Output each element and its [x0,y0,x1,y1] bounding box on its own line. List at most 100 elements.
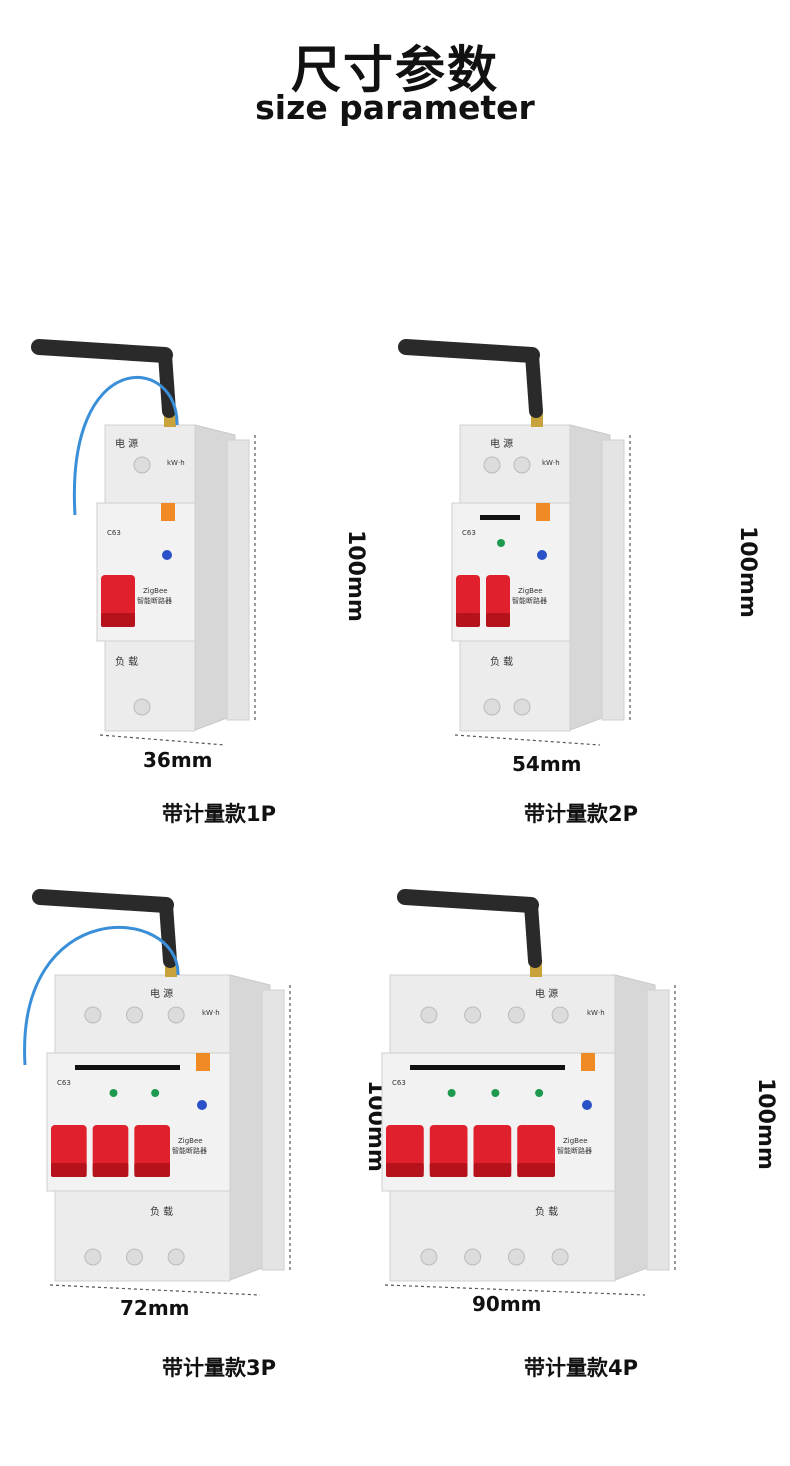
orange-tab [536,503,550,521]
antenna-base [524,898,542,968]
bottom-terminal-block [54,1190,231,1282]
orange-tab [196,1053,210,1071]
breaker-handle-base [456,613,480,627]
load-label: 负 载 [490,655,513,668]
pairing-button [162,550,172,560]
antenna-rod [397,889,539,913]
breaker-handle-base [386,1163,424,1177]
meter-label: kW·h [167,459,185,467]
din-rail-clip [226,439,250,721]
antenna-rod [398,339,540,363]
top-terminal-screw [133,456,151,474]
power-label: 电 源 [490,437,513,450]
load-label: 负 载 [535,1205,558,1218]
tie-bar [480,515,520,520]
bottom-terminal-screw [483,698,501,716]
width-dimension-4p: 90mm [472,1292,542,1316]
breaker-handle-base [134,1163,170,1177]
pairing-button [197,1100,207,1110]
top-terminal-screw [507,1006,525,1024]
rating-label: C63 [462,529,476,537]
power-label: 电 源 [535,987,558,1000]
breaker-handle [473,1125,512,1175]
top-terminal-screw [513,456,531,474]
breaker-handle [429,1125,468,1175]
brand-label: ZigBee [518,587,543,595]
width-dimension-line [384,1284,646,1296]
width-dimension-2p: 54mm [512,752,582,776]
bottom-terminal-screw [133,698,151,716]
pairing-button [537,550,547,560]
brand-label: ZigBee [563,1137,588,1145]
breaker-handle-base [101,613,135,627]
breaker-handle [517,1125,555,1175]
breaker-handle [486,575,510,625]
antenna-base [158,348,176,418]
din-rail-clip [646,989,670,1271]
antenna-rod [32,889,174,913]
bottom-terminal-screw [84,1248,102,1266]
rating-label: C63 [57,1079,71,1087]
top-terminal-screw [464,1006,482,1024]
breaker-handle [101,575,135,625]
load-label: 负 载 [150,1205,173,1218]
status-led [497,539,505,547]
bottom-terminal-screw [420,1248,438,1266]
bottom-terminal-screw [126,1248,143,1266]
breaker-handle-base [429,1163,468,1177]
orange-tab [161,503,175,521]
breaker-handle [92,1125,129,1175]
pairing-button [582,1100,592,1110]
power-label: 电 源 [115,437,138,450]
top-terminal-screw [84,1006,102,1024]
breaker-handle-base [486,613,510,627]
product-name-label: 智能断路器 [512,596,547,605]
top-terminal-screw [551,1006,569,1024]
meter-label: kW·h [542,459,560,467]
product-name-label: 智能断路器 [557,1146,592,1155]
status-led [491,1089,500,1097]
bottom-terminal-screw [167,1248,185,1266]
breaker-handle [134,1125,170,1175]
height-dimension-4p: 100mm [753,1078,778,1170]
meter-label: kW·h [202,1009,220,1017]
top-terminal-screw [483,456,501,474]
caption-1p: 带计量款1P [162,802,277,826]
status-led [151,1089,160,1097]
caption-3p: 带计量款3P [162,1356,277,1380]
bottom-terminal-screw [507,1248,525,1266]
tie-bar [75,1065,180,1070]
antenna-base [159,898,177,968]
bottom-terminal-block [104,640,196,732]
width-dimension-1p: 36mm [143,748,213,772]
antenna-rod [31,339,173,363]
bottom-terminal-screw [551,1248,569,1266]
breaker-handle [386,1125,424,1175]
width-dimension-line [49,1284,261,1296]
load-label: 负 载 [115,655,138,668]
orange-tab [581,1053,595,1071]
page-title: 尺寸参数 [291,41,499,99]
bottom-terminal-screw [464,1248,482,1266]
top-terminal-screw [420,1006,438,1024]
tie-bar [410,1065,565,1070]
antenna-base [525,348,543,418]
bottom-terminal-block [459,640,571,732]
neutral-wire [72,375,179,516]
breaker-handle-base [92,1163,129,1177]
breaker-handle-base [473,1163,512,1177]
breaker-handle-base [51,1163,87,1177]
caption-4p: 带计量款4P [524,1356,639,1380]
brand-label: ZigBee [143,587,168,595]
width-dimension-line [99,734,226,746]
